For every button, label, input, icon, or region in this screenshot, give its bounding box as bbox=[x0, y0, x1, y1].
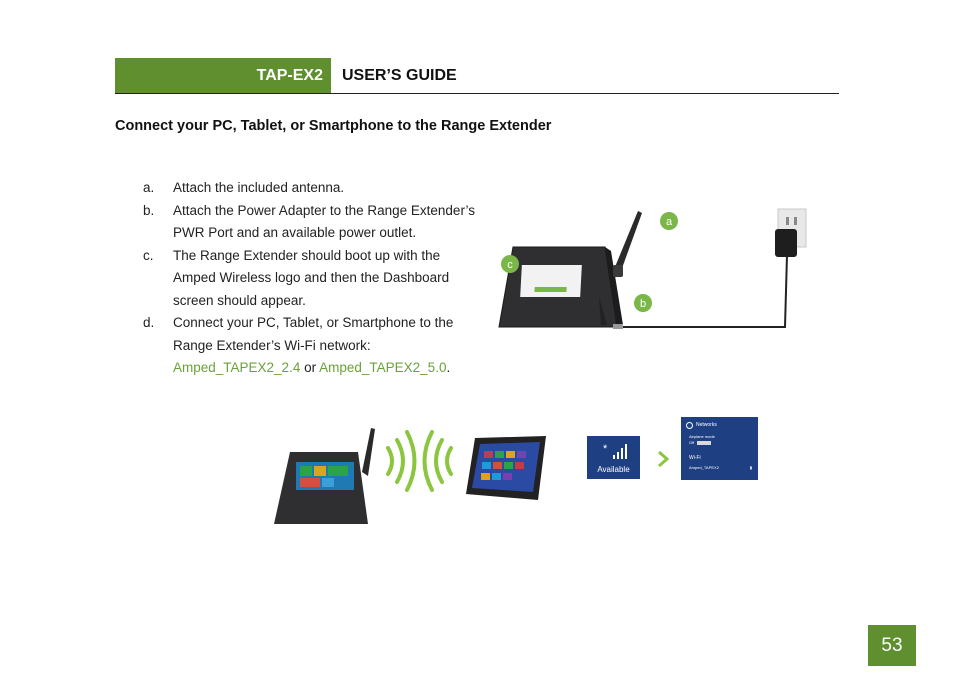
step-marker: b. bbox=[143, 202, 155, 218]
wifi-waves-icon bbox=[422, 430, 453, 492]
airplane-toggle[interactable] bbox=[697, 440, 712, 445]
step-c: c. The Range Extender should boot up wit… bbox=[140, 245, 480, 313]
power-adapter bbox=[775, 229, 797, 257]
antenna-icon bbox=[615, 211, 642, 271]
step-b: b. Attach the Power Adapter to the Range… bbox=[140, 200, 480, 245]
signal-bars-icon: ▮ bbox=[749, 465, 752, 470]
callout-a: a bbox=[666, 216, 673, 228]
ssid-5ghz: Amped_TAPEX2_5.0 bbox=[319, 360, 447, 375]
guide-title: USER’S GUIDE bbox=[342, 66, 457, 84]
ssid-24ghz: Amped_TAPEX2_2.4 bbox=[173, 360, 301, 375]
airplane-mode-label: Airplane mode bbox=[689, 434, 715, 439]
power-cable bbox=[621, 254, 788, 328]
step-d: d. Connect your PC, Tablet, or Smartphon… bbox=[140, 312, 480, 380]
ssid-joiner: or bbox=[304, 360, 317, 375]
step-marker: c. bbox=[143, 247, 154, 263]
step-marker: a. bbox=[143, 180, 155, 195]
wifi-label: Wi-Fi bbox=[689, 455, 701, 461]
network-row[interactable]: Amped_TAPEX2 ▮ bbox=[689, 464, 752, 471]
step-a: a. Attach the included antenna. bbox=[140, 177, 480, 200]
device-screen bbox=[520, 265, 582, 297]
back-icon[interactable] bbox=[686, 422, 693, 429]
router-tablet-illustration bbox=[274, 428, 546, 524]
available-tile: * Available bbox=[587, 436, 640, 479]
available-label: Available bbox=[597, 465, 630, 474]
instruction-list: a. Attach the included antenna. b. Attac… bbox=[140, 177, 480, 380]
section-title: Connect your PC, Tablet, or Smartphone t… bbox=[115, 118, 552, 134]
tablet-device bbox=[466, 436, 546, 500]
step-text: Attach the included antenna. bbox=[173, 180, 345, 195]
network-name: Amped_TAPEX2 bbox=[689, 465, 719, 470]
callout-c: c bbox=[507, 259, 513, 271]
wifi-waves-icon bbox=[386, 430, 417, 492]
step-marker: d. bbox=[143, 315, 155, 330]
callout-b: b bbox=[640, 298, 646, 310]
signal-bars-icon: * bbox=[603, 443, 627, 459]
antenna-icon bbox=[362, 428, 375, 476]
setup-illustration: a b c bbox=[498, 208, 807, 329]
networks-title: Networks bbox=[696, 422, 717, 428]
page-number: 53 bbox=[868, 625, 916, 666]
airplane-state: Off bbox=[689, 440, 695, 445]
header-divider bbox=[115, 93, 839, 94]
chevron-right-icon bbox=[658, 450, 670, 468]
step-text: Connect your PC, Tablet, or Smartphone t… bbox=[173, 315, 454, 353]
step-text: The Range Extender should boot up with t… bbox=[173, 247, 450, 308]
product-label: TAP-EX2 bbox=[115, 58, 331, 93]
svg-text:*: * bbox=[603, 443, 608, 455]
step-text: Attach the Power Adapter to the Range Ex… bbox=[173, 202, 475, 241]
networks-panel: Networks Airplane mode Off Wi-Fi Amped_T… bbox=[681, 417, 758, 480]
step-end: . bbox=[446, 360, 451, 375]
